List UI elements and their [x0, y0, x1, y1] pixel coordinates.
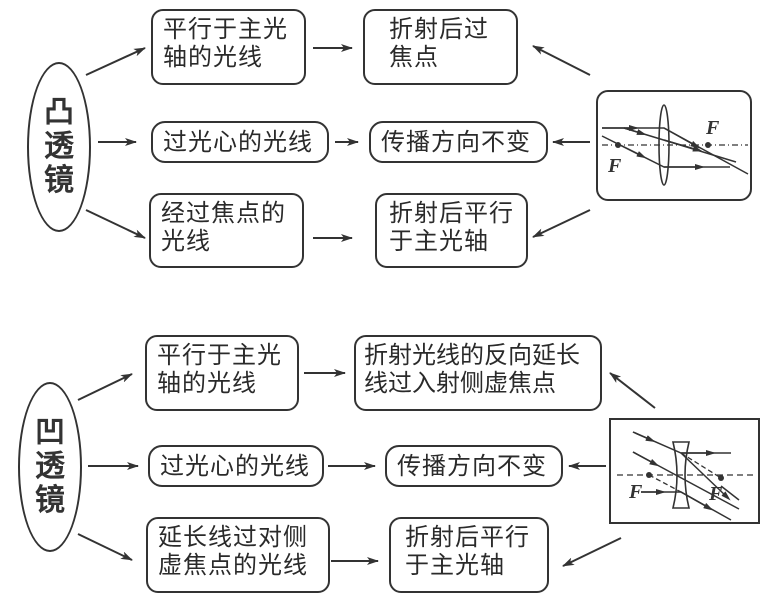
focus-label-right: F: [708, 483, 723, 505]
arrow-concave-diagram-row1: [609, 372, 656, 409]
focus-point-right: [718, 475, 724, 481]
focus-point-left: [615, 142, 621, 148]
focus-label-right: F: [705, 117, 720, 139]
convex-ray-diagram: F F: [601, 104, 749, 186]
concave-result-focus: 折射后平行 于主光轴: [389, 517, 549, 593]
concave-lens-node: 凹透镜: [18, 382, 82, 552]
convex-lens-diagram: F F: [596, 90, 752, 201]
arrow-concave-to-parallel: [77, 373, 133, 401]
concave-result-parallel: 折射光线的反向延长 线过入射侧虚焦点: [354, 335, 602, 411]
concave-ray-center: 过光心的光线: [148, 445, 324, 487]
focus-point-left: [646, 472, 652, 478]
arrow-concave-to-focus: [77, 533, 133, 561]
convex-lens-shape: [658, 104, 670, 186]
convex-lens-label: 凸透镜: [44, 95, 74, 198]
concave-ray-diagram: F F: [617, 431, 753, 521]
convex-result-center: 传播方向不变: [369, 121, 548, 163]
convex-ray-center: 过光心的光线: [151, 121, 329, 163]
focus-point-right: [705, 142, 711, 148]
concave-result-center: 传播方向不变: [385, 445, 563, 487]
concave-lens-diagram: F F: [609, 418, 760, 524]
concave-ray-parallel: 平行于主光 轴的光线: [145, 335, 299, 411]
concave-lens-shape: [671, 441, 691, 509]
focus-label-left: F: [607, 155, 622, 177]
arrow-convex-diagram-row1: [532, 45, 591, 76]
arrow-convex-to-parallel: [85, 47, 146, 76]
convex-lens-node: 凸透镜: [27, 62, 91, 232]
concave-lens-label: 凹透镜: [35, 415, 65, 518]
focus-label-left: F: [628, 481, 643, 503]
arrow-concave-diagram-row3: [562, 537, 622, 567]
convex-result-focus: 折射后平行 于主光轴: [375, 193, 528, 268]
arrow-convex-diagram-row3: [532, 209, 591, 238]
convex-ray-focus: 经过焦点的 光线: [149, 193, 304, 268]
arrow-convex-to-focus: [85, 209, 146, 239]
convex-result-parallel: 折射后过 焦点: [363, 9, 518, 85]
concave-ray-focus: 延长线过对侧 虚焦点的光线: [146, 517, 330, 593]
convex-ray-parallel: 平行于主光 轴的光线: [151, 9, 306, 85]
